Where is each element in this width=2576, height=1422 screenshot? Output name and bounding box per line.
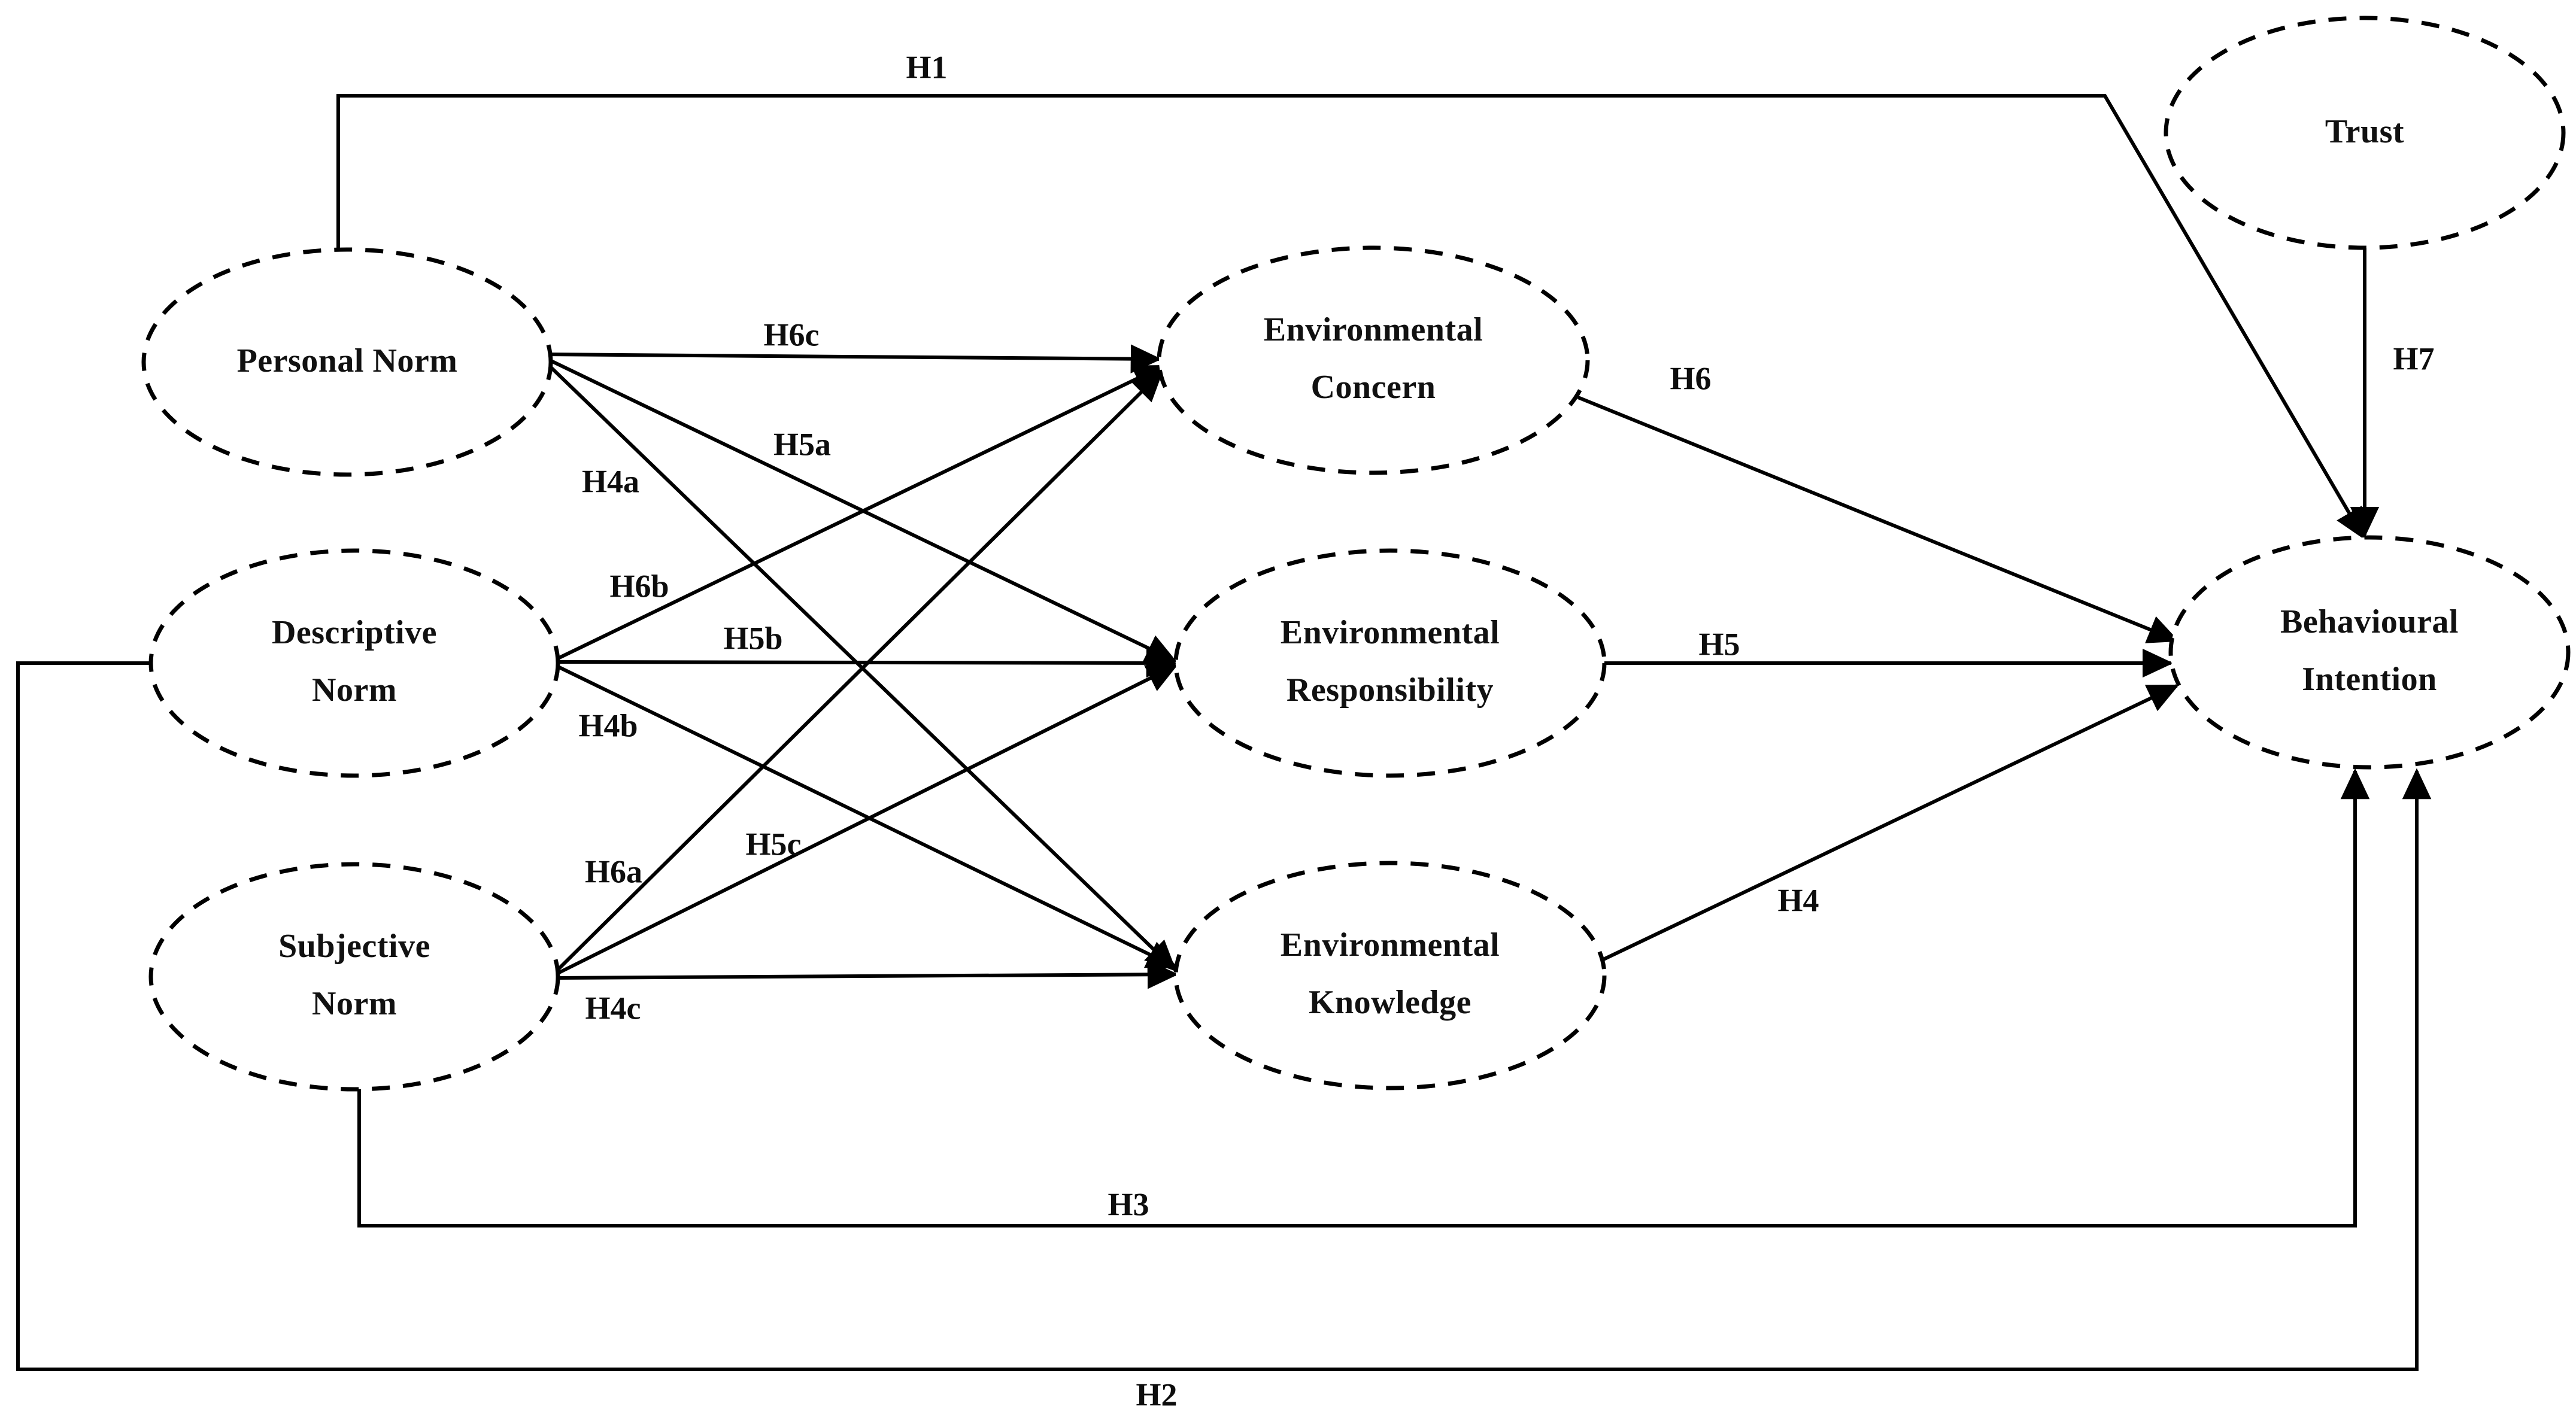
node-environmental-knowledge-label-line2: Knowledge bbox=[1309, 984, 1471, 1021]
node-environmental-responsibility[interactable]: Environmental Responsibility bbox=[1173, 548, 1607, 778]
node-personal-norm[interactable]: Personal Norm bbox=[141, 247, 553, 477]
edge-h2-path bbox=[16, 661, 2432, 1371]
edge-label-h5c: H5c bbox=[746, 826, 802, 862]
node-descriptive-norm-ellipse[interactable] bbox=[148, 548, 560, 778]
edge-label-h5b: H5b bbox=[723, 620, 782, 656]
edge-label-h4: H4 bbox=[1777, 882, 1819, 918]
node-trust-ellipse[interactable] bbox=[2164, 16, 2566, 250]
edge-label-h5: H5 bbox=[1698, 626, 1740, 662]
edge-label-h7: H7 bbox=[2393, 341, 2434, 376]
node-personal-norm-label: Personal Norm bbox=[237, 342, 458, 379]
edge-h4c-path bbox=[555, 959, 1179, 989]
edge-label-h6c: H6c bbox=[764, 317, 820, 353]
edge-h6-path bbox=[1577, 396, 2180, 643]
node-behavioural-intention-label-line2: Intention bbox=[2302, 661, 2437, 698]
node-environmental-concern-label-line1: Environmental bbox=[1264, 311, 1483, 348]
node-trust[interactable]: Trust bbox=[2164, 16, 2566, 250]
edge-label-h4c: H4c bbox=[585, 990, 641, 1026]
node-environmental-responsibility-label-line1: Environmental bbox=[1281, 614, 1500, 651]
node-subjective-norm[interactable]: Subjective Norm bbox=[148, 862, 560, 1092]
edge-h3-path bbox=[357, 768, 2370, 1227]
edge-label-h3: H3 bbox=[1108, 1186, 1149, 1222]
node-layer: Personal Norm Descriptive Norm Subjectiv… bbox=[141, 16, 2571, 1092]
node-environmental-knowledge-ellipse[interactable] bbox=[1173, 861, 1607, 1090]
edge-h5c-path bbox=[554, 664, 1179, 976]
node-environmental-concern-ellipse[interactable] bbox=[1157, 245, 1590, 475]
edge-label-h4a: H4a bbox=[582, 463, 639, 499]
node-environmental-concern[interactable]: Environmental Concern bbox=[1157, 245, 1590, 475]
edge-h6b-path bbox=[554, 364, 1166, 661]
edge-label-layer: H1 H2 H3 H4 H5 H6 H7 H4a H4b H4c H5a H5b… bbox=[578, 49, 2434, 1412]
node-subjective-norm-label-line2: Norm bbox=[312, 985, 397, 1022]
edge-h5a-path bbox=[541, 355, 1178, 663]
node-descriptive-norm-label-line2: Norm bbox=[312, 672, 397, 709]
edge-h4a-path bbox=[541, 357, 1177, 972]
node-personal-norm-ellipse[interactable] bbox=[141, 247, 553, 477]
edge-label-h1: H1 bbox=[906, 49, 947, 85]
node-environmental-knowledge[interactable]: Environmental Knowledge bbox=[1173, 861, 1607, 1090]
node-environmental-responsibility-ellipse[interactable] bbox=[1173, 548, 1607, 778]
edge-h5b-path bbox=[555, 648, 1178, 678]
node-descriptive-norm-label-line1: Descriptive bbox=[272, 614, 437, 651]
edge-h1-path bbox=[336, 94, 2365, 540]
edge-label-h6b: H6b bbox=[609, 568, 669, 604]
node-subjective-norm-label-line1: Subjective bbox=[278, 928, 430, 965]
edge-h6c-path bbox=[542, 344, 1162, 373]
edge-label-h5a: H5a bbox=[773, 426, 831, 462]
edge-h6a-path bbox=[554, 370, 1164, 974]
edge-h4b-path bbox=[554, 664, 1179, 969]
edge-label-h2: H2 bbox=[1136, 1377, 1177, 1412]
node-behavioural-intention-ellipse[interactable] bbox=[2168, 535, 2571, 770]
node-environmental-concern-label-line2: Concern bbox=[1311, 369, 1436, 406]
node-trust-label: Trust bbox=[2325, 113, 2404, 150]
node-descriptive-norm[interactable]: Descriptive Norm bbox=[148, 548, 560, 778]
edge-label-h6a: H6a bbox=[585, 853, 642, 889]
node-behavioural-intention[interactable]: Behavioural Intention bbox=[2168, 535, 2571, 770]
edge-layer bbox=[16, 94, 2432, 1371]
node-environmental-responsibility-label-line2: Responsibility bbox=[1287, 672, 1494, 709]
edge-label-h4b: H4b bbox=[578, 707, 638, 743]
node-environmental-knowledge-label-line1: Environmental bbox=[1281, 926, 1500, 964]
edge-h4-path bbox=[1596, 684, 2180, 964]
edge-label-h6: H6 bbox=[1670, 360, 1711, 396]
node-subjective-norm-ellipse[interactable] bbox=[148, 862, 560, 1092]
node-behavioural-intention-label-line1: Behavioural bbox=[2280, 603, 2459, 640]
